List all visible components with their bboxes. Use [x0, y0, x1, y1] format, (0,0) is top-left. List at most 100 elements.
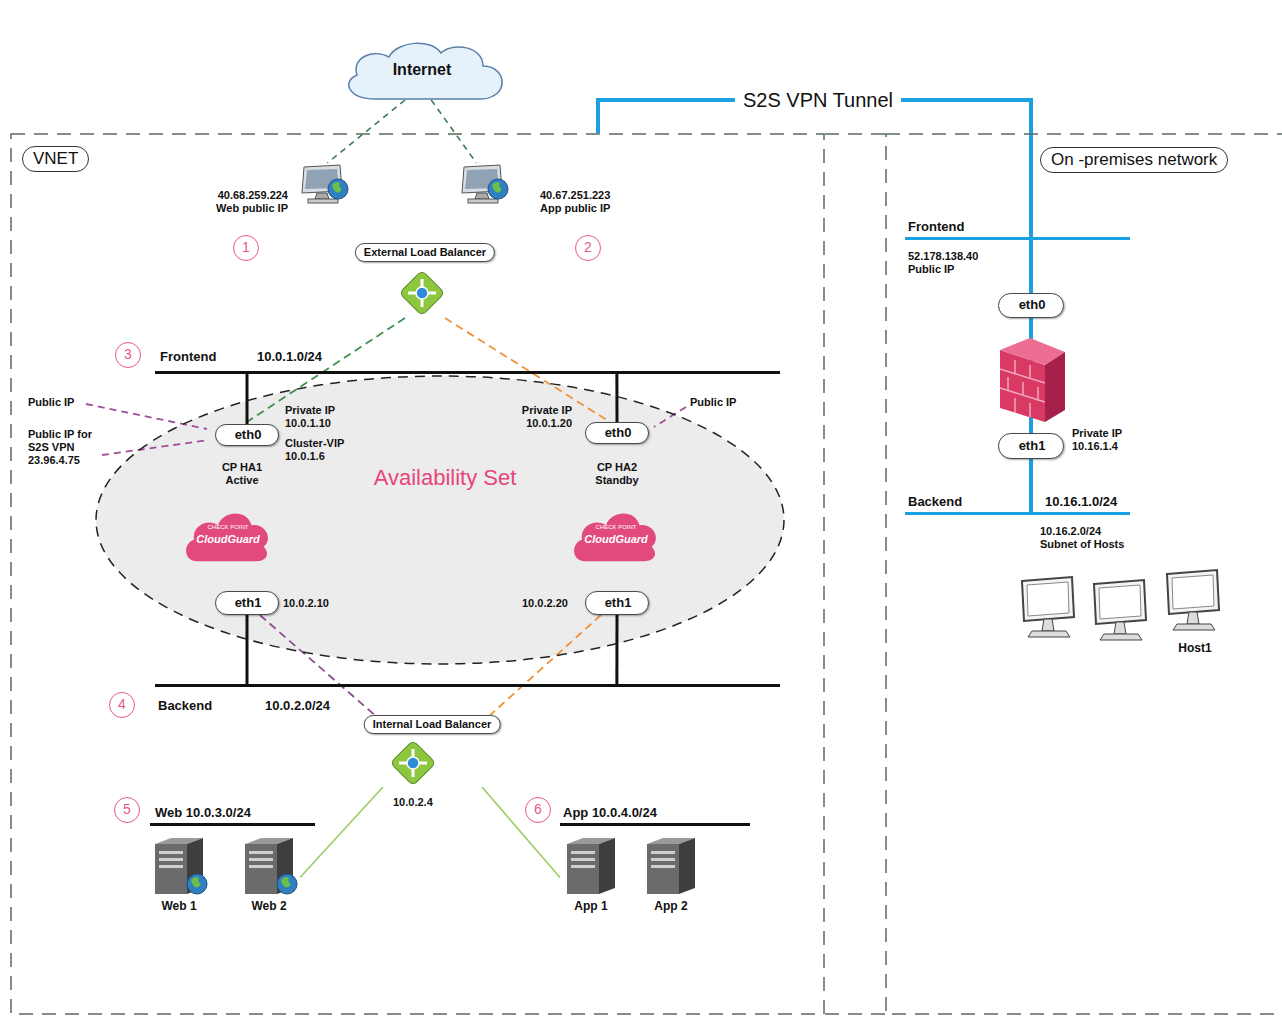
leader-line: [654, 407, 686, 427]
logo-text: CHECK POINT: [203, 524, 253, 531]
region-border: [825, 133, 885, 135]
connector-group: [244, 100, 1031, 878]
app-subnet: App 10.0.4.0/24: [560, 803, 750, 826]
web-server: Web 2: [238, 835, 300, 920]
ip-note: Public IP: [690, 396, 750, 409]
cloudguard-logo: [186, 513, 268, 561]
connector: [260, 615, 375, 715]
eth-port: eth1: [215, 591, 279, 615]
onprem-backend-subnet: Backend 10.16.1.0/24: [905, 493, 1130, 515]
vnet-region: VNET 40.68.259.224 Web public IP 40.67.251…: [10, 133, 825, 1015]
node-text: eth0: [1019, 297, 1046, 313]
node-text: App 10.0.4.0/24: [563, 805, 657, 821]
leader-line: [102, 440, 209, 455]
cloudguard-shape: [574, 513, 656, 561]
connector: [482, 787, 560, 878]
node-text: Internet: [393, 60, 452, 79]
eth-port: eth0: [585, 422, 649, 444]
onprem-frontend-subnet: Frontend: [905, 218, 1130, 240]
callout-number: 1: [233, 235, 259, 261]
node-text: App 1: [574, 899, 607, 913]
ip-note: 52.178.138.40 Public IP: [908, 250, 990, 276]
connector-label: S2S VPN Tunnel: [735, 88, 901, 112]
availability-set-border: [96, 376, 784, 664]
external-load-balancer: External Load Balancer: [340, 243, 510, 318]
node-text: Host1: [1178, 641, 1211, 655]
node-text: External Load Balancer: [355, 243, 495, 262]
connector: [1029, 459, 1033, 515]
node-text: VNET: [22, 146, 89, 172]
logo-text: CloudGuard: [193, 533, 263, 546]
ip-note: 10.0.2.20: [522, 597, 568, 610]
gateway-name: CP HA2 Standby: [584, 461, 650, 487]
node-text: Backend: [908, 494, 962, 510]
logo-text: CHECK POINT: [591, 524, 641, 531]
host-monitor-icon: [1167, 570, 1219, 630]
gateway-name: CP HA1 Active: [211, 461, 273, 487]
globe-icon: [277, 874, 297, 894]
ip-note: Public IP for S2S VPN 23.96.4.75: [28, 428, 98, 468]
node-text: eth1: [1019, 438, 1046, 454]
eth-port: eth0: [215, 424, 279, 446]
web-server: Web 1: [148, 835, 210, 920]
connector: [431, 100, 476, 163]
node-text: Backend: [158, 698, 212, 714]
node-text: 10.0.2.0/24: [265, 698, 330, 714]
internal-lb-icon: [390, 740, 435, 785]
app-public-ip: 40.67.251.223 App public IP: [458, 163, 642, 225]
app-server-icon: [647, 838, 695, 894]
backend-subnet: Backend 10.0.2.0/24: [155, 684, 780, 716]
globe-icon: [187, 874, 207, 894]
ip-note: Private IP 10.16.1.4: [1072, 427, 1134, 453]
ip-note: 10.0.2.4: [393, 796, 433, 809]
app-server: App 1: [560, 835, 622, 920]
ip-note: 10.0.2.10: [283, 597, 329, 610]
node-text: 40.67.251.223 App public IP: [540, 189, 632, 215]
app-computer-icon: [462, 165, 508, 203]
external-lb-icon: [399, 270, 444, 315]
callout-number: 5: [114, 797, 140, 823]
eth-port: eth1: [998, 433, 1064, 459]
ip-note: Private IP 10.0.1.20: [512, 404, 572, 430]
node-text: 10.0.1.0/24: [257, 349, 322, 365]
cloud-shape: [349, 43, 502, 99]
subnet-note: 10.16.2.0/24 Subnet of Hosts: [1040, 525, 1135, 551]
node-text: Frontend: [160, 349, 216, 365]
callout-number: 4: [109, 692, 135, 718]
connector: [246, 615, 249, 684]
connector: [300, 787, 383, 878]
region-border: [825, 1013, 885, 1015]
node-text: 10.16.1.0/24: [1045, 494, 1117, 510]
web-public-ip: 40.68.259.224 Web public IP: [188, 163, 352, 225]
node-text: Internal Load Balancer: [364, 715, 501, 734]
region-border: [11, 134, 824, 1014]
cloudguard-shape: [186, 513, 268, 561]
ip-note: Cluster-VIP 10.0.1.6: [285, 437, 353, 463]
logo-text: CloudGuard: [581, 533, 651, 546]
region-border: [886, 134, 1282, 1014]
node-text: App 2: [654, 899, 687, 913]
node-text: eth0: [235, 427, 262, 443]
connector: [615, 615, 618, 684]
availability-set-fill: [96, 376, 784, 664]
host-monitor: Host1: [1160, 565, 1230, 660]
web-subnet: Web 10.0.3.0/24: [150, 803, 315, 826]
app-server: App 2: [640, 835, 702, 920]
firewall-icon: [1000, 338, 1065, 422]
callout-number: 2: [575, 235, 601, 261]
firewall-bricks: [1000, 360, 1045, 417]
app-server-icon: [567, 838, 615, 894]
internal-load-balancer: Internal Load Balancer: [350, 715, 515, 787]
node-text: eth1: [235, 595, 262, 611]
ellipse-outline: [95, 375, 785, 665]
ip-note: Private IP 10.0.1.10: [285, 404, 347, 430]
connector: [246, 374, 249, 424]
node-text: Web 10.0.3.0/24: [155, 805, 251, 821]
node-text: Availability Set: [374, 465, 517, 491]
node-text: 40.68.259.224 Web public IP: [200, 189, 288, 215]
callout-number: 6: [525, 797, 551, 823]
node-text: eth0: [605, 425, 632, 441]
node-text: Web 2: [251, 899, 286, 913]
connector: [1029, 240, 1033, 293]
ip-note: Public IP: [28, 396, 88, 409]
